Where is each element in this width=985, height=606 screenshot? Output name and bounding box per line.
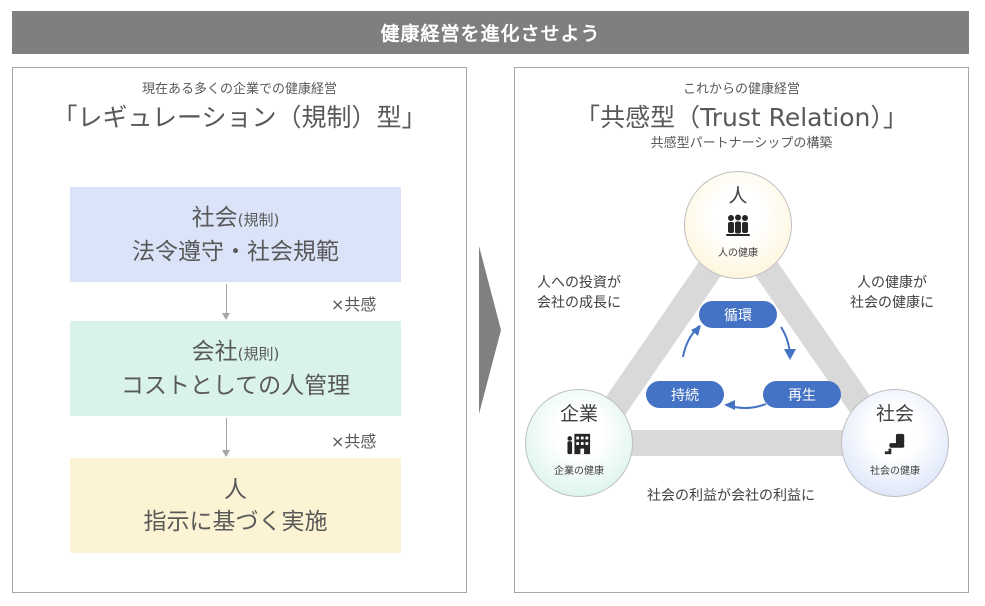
chair-icon	[884, 433, 905, 455]
person-label: 人	[224, 476, 247, 503]
society-label: 社会	[191, 204, 238, 231]
building-icon	[567, 433, 591, 455]
company-node-label: 企業	[559, 403, 598, 425]
person-regulation-box: 人 指示に基づく実施	[70, 458, 401, 553]
edge-label-bottom: 社会の利益が会社の利益に	[647, 488, 815, 504]
cycle-circulation-pill: 循環	[699, 301, 777, 328]
empathy-multiplier: ×共感	[331, 295, 377, 314]
society-note: (規制)	[237, 210, 280, 229]
down-arrow-icon	[222, 284, 230, 320]
down-arrow-icon	[222, 418, 230, 457]
edge-left-line1: 人への投資が	[537, 275, 621, 291]
regulation-panel: 現在ある多くの企業での健康経営 「レギュレーション（規制）型」 社会(規制) 法…	[12, 67, 467, 593]
edge-label-left: 人への投資が 会社の成長に	[537, 273, 621, 313]
society-regulation-box: 社会(規制) 法令遵守・社会規範	[70, 187, 401, 282]
society-node: 社会 社会の健康	[841, 389, 949, 497]
society-description: 法令遵守・社会規範	[132, 238, 339, 265]
company-note: (規則)	[237, 344, 280, 363]
page-banner: 健康経営を進化させよう	[12, 11, 969, 54]
edge-label-right: 人の健康が 社会の健康に	[850, 273, 934, 313]
company-node-sub: 企業の健康	[554, 466, 604, 477]
cycle-sustain-pill: 持続	[646, 381, 724, 408]
person-node-sub: 人の健康	[718, 248, 758, 259]
regulation-subtitle: 現在ある多くの企業での健康経営	[141, 82, 337, 97]
company-regulation-box: 会社(規則) コストとしての人管理	[70, 321, 401, 416]
trust-title: 「共感型（Trust Relation）」	[575, 103, 908, 132]
company-label: 会社	[191, 338, 238, 365]
cycle-regeneration-pill: 再生	[763, 381, 841, 408]
trust-relation-panel: これからの健康経営 「共感型（Trust Relation）」 共感型パートナー…	[514, 67, 969, 593]
empathy-multiplier: ×共感	[331, 432, 377, 451]
person-node: 人 人の健康	[684, 171, 792, 279]
edge-right-line2: 社会の健康に	[850, 295, 934, 311]
people-group-icon	[726, 214, 750, 236]
society-node-label: 社会	[875, 403, 914, 425]
relationship-triangle	[577, 215, 900, 456]
transition-arrow-icon	[479, 246, 501, 414]
person-node-label: 人	[728, 185, 748, 207]
trust-subtitle: これからの健康経営	[682, 82, 800, 97]
trust-caption: 共感型パートナーシップの構築	[650, 136, 833, 151]
regulation-title: 「レギュレーション（規制）型」	[52, 103, 427, 132]
person-description: 指示に基づく実施	[143, 508, 328, 535]
company-description: コストとしての人管理	[120, 372, 351, 399]
society-node-sub: 社会の健康	[870, 466, 920, 477]
edge-left-line2: 会社の成長に	[537, 295, 621, 311]
edge-right-line1: 人の健康が	[857, 275, 927, 291]
cycle-arrows	[682, 325, 796, 410]
company-node: 企業 企業の健康	[525, 389, 633, 497]
